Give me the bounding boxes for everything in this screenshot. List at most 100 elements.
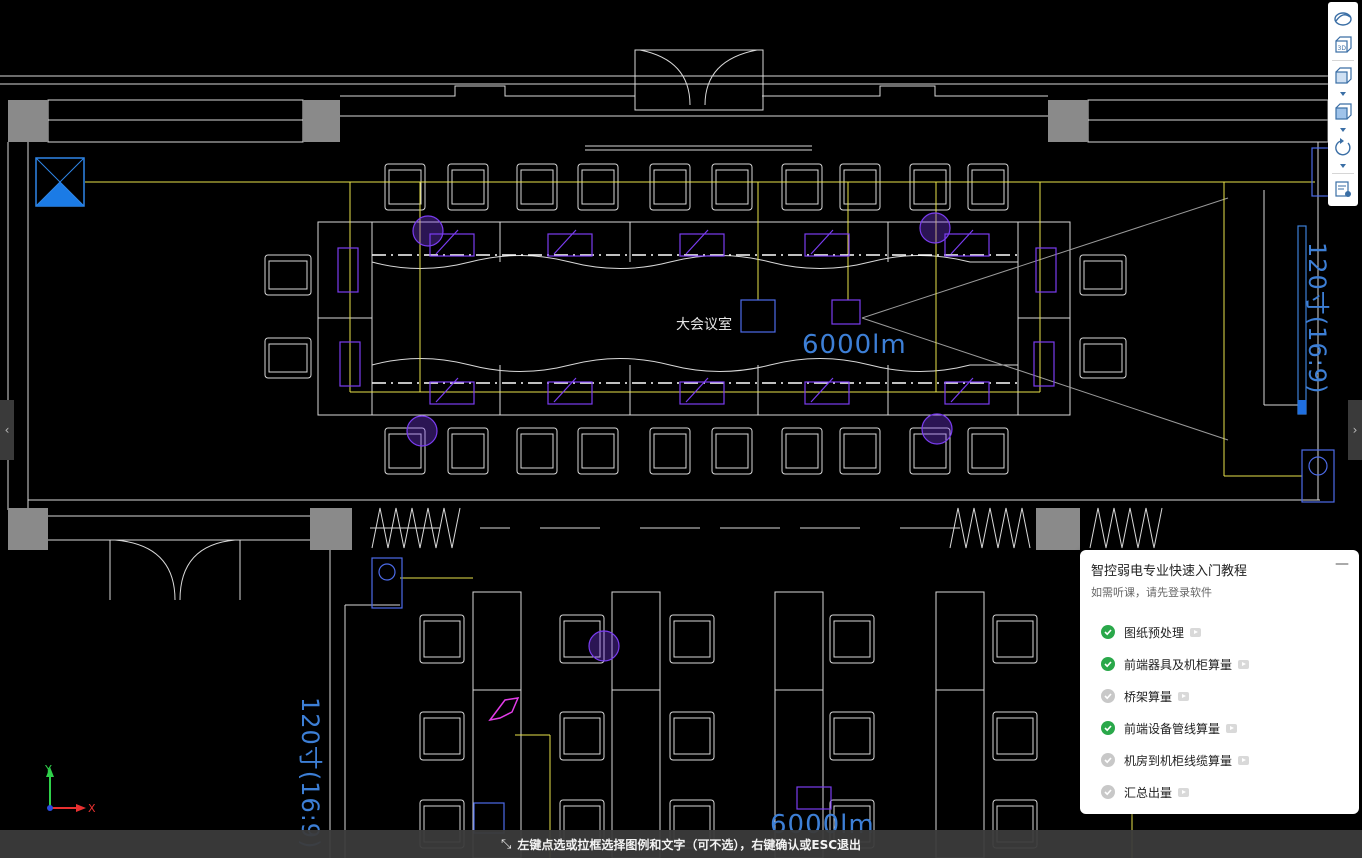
- orbit-icon: [1334, 12, 1352, 26]
- tutorial-item-label: 图纸预处理: [1124, 625, 1185, 640]
- command-status-bar: ⤡ 左键点选或拉框选择图例和文字（可不选），右键确认或ESC退出: [0, 830, 1362, 858]
- chair-symbol: [992, 711, 1038, 761]
- right-panel-toggle[interactable]: ›: [1348, 400, 1362, 460]
- chair-symbol: [264, 254, 312, 296]
- check-circle-icon: [1101, 785, 1115, 799]
- chair-symbol: [447, 163, 489, 211]
- microphone-symbol: [429, 377, 475, 405]
- dimension-label-lumen: 6000lm: [802, 330, 907, 360]
- chair-symbol: [419, 711, 465, 761]
- microphone-symbol: [337, 247, 359, 293]
- microphone-symbol: [1035, 247, 1057, 293]
- microphone-symbol: [429, 229, 475, 257]
- microphone-symbol: [679, 377, 725, 405]
- chevron-down-icon: [1340, 164, 1346, 168]
- tutorial-item[interactable]: 汇总出量: [1101, 776, 1249, 808]
- iso-view-button[interactable]: [1328, 99, 1358, 125]
- projector-symbol: [831, 299, 861, 325]
- iso-view-icon: [1335, 103, 1352, 120]
- left-panel-toggle[interactable]: ‹: [0, 400, 14, 460]
- chair-symbol: [781, 163, 823, 211]
- speaker-symbol: [588, 630, 620, 662]
- chair-symbol: [1079, 337, 1127, 379]
- chair-symbol: [669, 614, 715, 664]
- room-label: 大会议室: [676, 317, 732, 333]
- chair-symbol: [559, 614, 605, 664]
- tutorial-item[interactable]: 桥架算量: [1101, 680, 1249, 712]
- speaker-symbol: [921, 413, 953, 445]
- microphone-symbol: [944, 229, 990, 257]
- chair-symbol: [649, 427, 691, 475]
- chair-symbol: [577, 427, 619, 475]
- microphone-symbol: [1033, 341, 1055, 387]
- tutorial-item[interactable]: 机房到机柜线缆算量: [1101, 744, 1250, 776]
- iso-view-dropdown[interactable]: [1328, 125, 1358, 135]
- check-circle-icon: [1101, 753, 1115, 767]
- check-circle-icon: [1101, 657, 1115, 671]
- chair-symbol: [711, 163, 753, 211]
- chair-symbol: [992, 614, 1038, 664]
- chair-symbol: [669, 711, 715, 761]
- layer-view-icon: [1335, 181, 1351, 197]
- 3d-view-button[interactable]: 3D: [1328, 32, 1358, 58]
- tutorial-item[interactable]: 前端设备管线算量: [1101, 712, 1249, 744]
- microphone-symbol: [804, 229, 850, 257]
- rotate-dropdown[interactable]: [1328, 161, 1358, 171]
- chevron-down-icon: [1340, 92, 1346, 96]
- chair-symbol: [967, 163, 1009, 211]
- tutorial-item-label: 前端设备管线算量: [1124, 721, 1221, 736]
- chair-symbol: [829, 614, 875, 664]
- front-view-button[interactable]: [1328, 63, 1358, 89]
- status-text: 左键点选或拉框选择图例和文字（可不选），右键确认或ESC退出: [517, 837, 862, 852]
- check-circle-icon: [1101, 689, 1115, 703]
- rotate-button[interactable]: [1328, 135, 1358, 161]
- select-cursor-icon: ⤡: [500, 836, 512, 852]
- tutorial-item-label: 前端器具及机柜算量: [1124, 657, 1233, 672]
- ucs-y-label: Y: [44, 763, 52, 776]
- ucs-axis-icon: Y X: [44, 763, 96, 815]
- chair-symbol: [829, 711, 875, 761]
- panel-title: 智控弱电专业快速入门教程: [1091, 564, 1248, 579]
- chair-symbol: [909, 427, 951, 475]
- dimension-label-screen-2: 120寸(16:9): [296, 697, 324, 850]
- minimize-button[interactable]: —: [1335, 556, 1349, 572]
- chevron-down-icon: [1340, 128, 1346, 132]
- chair-symbol: [909, 163, 951, 211]
- speaker-symbol: [406, 415, 438, 447]
- tutorial-item-label: 汇总出量: [1124, 785, 1173, 800]
- layer-view-button[interactable]: [1328, 176, 1358, 202]
- dimension-label-screen: 120寸(16:9): [1303, 242, 1331, 395]
- check-circle-icon: [1101, 721, 1115, 735]
- play-video-icon[interactable]: [1238, 755, 1250, 765]
- front-view-dropdown[interactable]: [1328, 89, 1358, 99]
- play-video-icon[interactable]: [1190, 627, 1202, 637]
- check-circle-icon: [1101, 625, 1115, 639]
- chevron-right-icon: ›: [1352, 423, 1358, 437]
- tutorial-item[interactable]: 前端器具及机柜算量: [1101, 648, 1250, 680]
- tutorial-item-label: 机房到机柜线缆算量: [1124, 753, 1233, 768]
- chair-symbol: [781, 427, 823, 475]
- chair-symbol: [559, 711, 605, 761]
- tutorial-item[interactable]: 图纸预处理: [1101, 616, 1249, 648]
- chair-symbol: [839, 427, 881, 475]
- tutorial-panel: 智控弱电专业快速入门教程 — 如需听课，请先登录软件 图纸预处理前端器具及机柜算…: [1080, 550, 1359, 814]
- svg-text:3D: 3D: [1338, 45, 1347, 52]
- chair-symbol: [384, 163, 426, 211]
- speaker-symbol: [412, 215, 444, 247]
- rotate-icon: [1335, 138, 1351, 156]
- play-video-icon[interactable]: [1238, 659, 1250, 669]
- chair-symbol: [516, 163, 558, 211]
- chair-symbol: [264, 337, 312, 379]
- play-video-icon[interactable]: [1178, 787, 1190, 797]
- tutorial-item-label: 桥架算量: [1124, 689, 1173, 704]
- orbit-button[interactable]: [1328, 6, 1358, 32]
- play-video-icon[interactable]: [1178, 691, 1190, 701]
- projector-symbol: [796, 786, 832, 810]
- chair-symbol: [1079, 254, 1127, 296]
- chair-symbol: [447, 427, 489, 475]
- play-video-icon[interactable]: [1226, 723, 1238, 733]
- chair-symbol: [516, 427, 558, 475]
- chair-symbol: [419, 614, 465, 664]
- chair-symbol: [384, 427, 426, 475]
